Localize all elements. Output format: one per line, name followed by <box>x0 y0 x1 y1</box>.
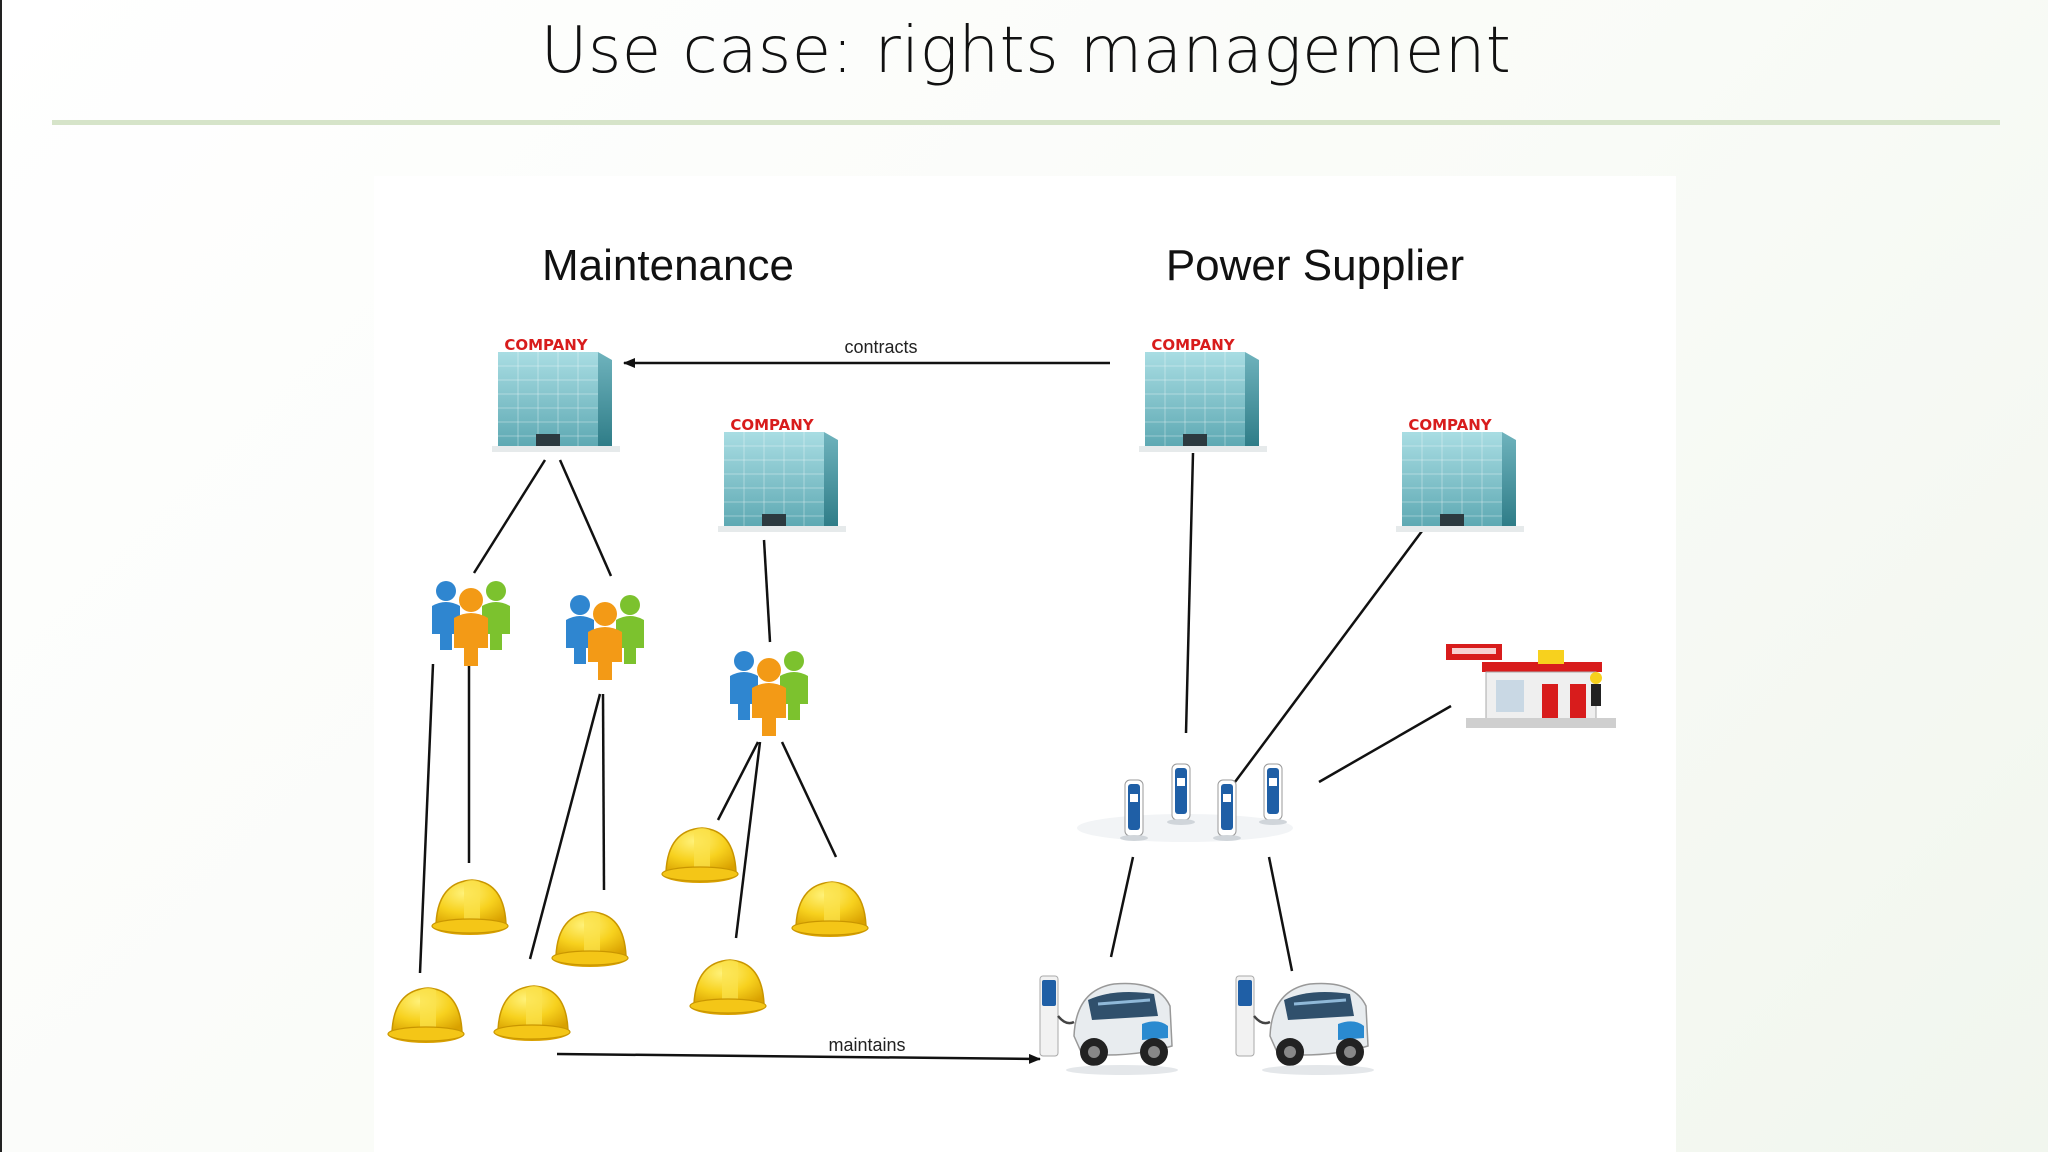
power-supplier-group-label: Power Supplier <box>1166 241 1464 290</box>
helmet-icon <box>791 881 869 938</box>
power-supplier-company-building: COMPANY <box>1138 336 1268 453</box>
team-icon <box>730 651 808 736</box>
maintenance-company-building: COMPANY <box>491 336 621 453</box>
charger-icon <box>1258 763 1288 826</box>
edge <box>762 539 772 643</box>
edge <box>734 741 762 939</box>
helmet-icon <box>387 987 465 1044</box>
edge <box>716 741 760 821</box>
edge <box>1230 522 1430 787</box>
title-divider <box>52 120 2000 125</box>
edge <box>1318 704 1452 784</box>
maintains-arrow <box>556 1052 1041 1064</box>
helmet-icon <box>431 879 509 936</box>
gas-station-icon <box>1445 643 1617 729</box>
edge <box>1267 856 1294 972</box>
edge <box>1109 856 1135 958</box>
electric-car-icon <box>1038 974 1180 1077</box>
edge <box>1184 452 1195 734</box>
connector-lines <box>418 358 1452 1064</box>
edge <box>780 741 838 858</box>
edge <box>601 693 606 891</box>
edge <box>418 663 435 974</box>
company-sign: COMPANY <box>1408 416 1492 434</box>
team-icon <box>432 581 510 666</box>
maintenance-company-building-2: COMPANY <box>717 416 847 533</box>
helmet-icon <box>493 985 571 1042</box>
contracts-label: contracts <box>844 337 917 357</box>
helmet-icon <box>551 911 629 968</box>
edge <box>528 693 602 960</box>
slide-title: Use case: rights management <box>540 14 1512 88</box>
edge <box>558 459 613 577</box>
company-sign: COMPANY <box>1151 336 1235 354</box>
helmet-icon <box>689 959 767 1016</box>
company-sign: COMPANY <box>504 336 588 354</box>
maintains-label: maintains <box>828 1035 905 1055</box>
diagram-panel <box>374 176 1676 1152</box>
helmet-icon <box>661 827 739 884</box>
edge <box>472 459 547 574</box>
maintenance-group-label: Maintenance <box>542 241 794 290</box>
team-icon <box>566 595 644 680</box>
electric-car-icon <box>1234 974 1376 1077</box>
company-sign: COMPANY <box>730 416 814 434</box>
power-supplier-company-building-2: COMPANY <box>1395 416 1525 533</box>
